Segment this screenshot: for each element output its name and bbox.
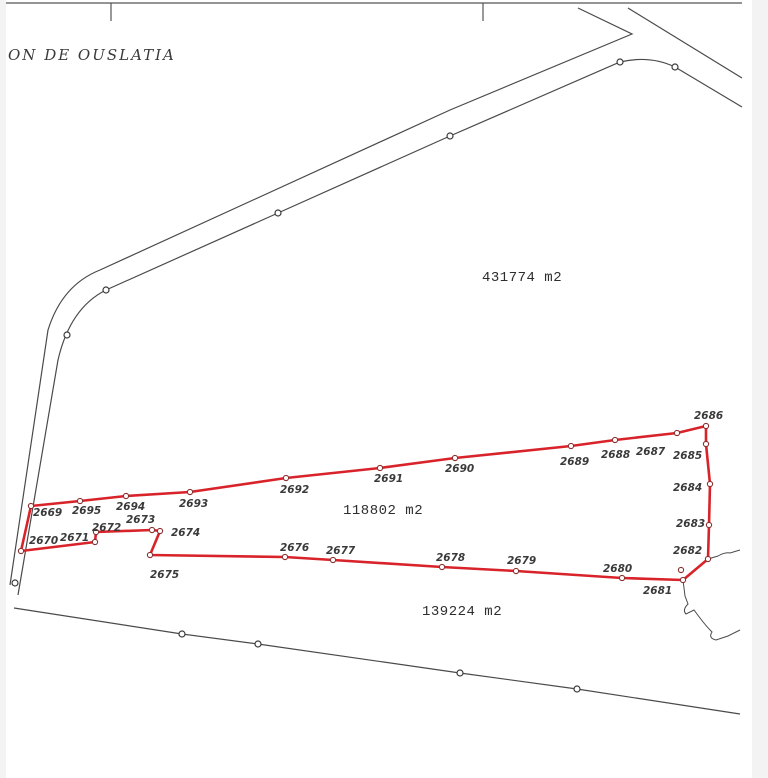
survey-marker-icon — [102, 286, 110, 294]
vertex-marker-icon — [702, 422, 710, 430]
road-markers — [11, 58, 679, 693]
vertex-marker-icon — [27, 502, 35, 510]
survey-marker-icon — [446, 132, 454, 140]
vertex-labels: 2669 2695 2694 2693 2692 2691 2690 2689 2688 2687… — [29, 410, 723, 597]
area-label-south: 139224 m2 — [422, 604, 503, 620]
stream-line — [707, 549, 741, 560]
vertex-label-2686: 2686 — [694, 410, 723, 422]
vertex-label-2690: 2690 — [445, 463, 474, 475]
vertex-marker-icon — [91, 538, 99, 546]
vertex-label-2681: 2681 — [643, 585, 672, 597]
survey-marker-icon — [274, 209, 282, 217]
vertex-label-2684: 2684 — [673, 482, 702, 494]
vertex-marker-icon — [146, 551, 154, 559]
vertex-label-2689: 2689 — [560, 456, 589, 468]
map-title: ON DE OUSLATIA — [8, 46, 176, 64]
vertex-marker-icon — [156, 527, 164, 535]
vertex-label-2685: 2685 — [673, 450, 702, 462]
vertex-label-2695: 2695 — [72, 505, 101, 517]
vertex-marker-icon — [679, 576, 687, 584]
south-boundary-line — [13, 607, 741, 715]
vertex-label-2683: 2683 — [676, 518, 705, 530]
vertex-label-2672: 2672 — [92, 522, 121, 534]
survey-marker-icon — [11, 579, 19, 587]
area-label-north: 431774 m2 — [482, 270, 563, 286]
vertex-marker-icon — [567, 442, 575, 450]
vertex-label-2693: 2693 — [179, 498, 208, 510]
scan-edge-left — [0, 0, 6, 778]
vertex-label-2669: 2669 — [33, 507, 62, 519]
vertex-label-2676: 2676 — [280, 542, 309, 554]
vertex-label-2687: 2687 — [636, 446, 666, 458]
area-label-parcel: 118802 m2 — [343, 503, 424, 519]
survey-marker-icon — [254, 640, 262, 648]
vertex-label-2675: 2675 — [150, 569, 179, 581]
scan-edge-right — [752, 0, 768, 778]
vertex-marker-icon — [705, 521, 713, 529]
vertex-marker-icon — [702, 440, 710, 448]
vertex-marker-icon — [281, 553, 289, 561]
vertex-marker-icon — [17, 547, 25, 555]
parcel-outline[interactable] — [19, 424, 712, 582]
vertex-marker-icon — [673, 429, 681, 437]
road-edge-branch — [627, 7, 743, 79]
vertex-label-2674: 2674 — [171, 527, 200, 539]
vertex-label-2692: 2692 — [280, 484, 309, 496]
parcel-vertices — [17, 422, 714, 584]
vertex-marker-icon — [186, 488, 194, 496]
road-edge-outer — [9, 7, 634, 586]
survey-marker-icon — [671, 63, 679, 71]
survey-marker-icon — [616, 58, 624, 66]
stream-lines — [682, 549, 741, 641]
vertex-marker-icon — [677, 566, 685, 574]
top-border-ticks — [110, 3, 484, 21]
vertex-label-2682: 2682 — [673, 545, 702, 557]
survey-marker-icon — [456, 669, 464, 677]
vertex-marker-icon — [706, 480, 714, 488]
vertex-marker-icon — [282, 474, 290, 482]
vertex-label-2677: 2677 — [326, 545, 356, 557]
vertex-label-2694: 2694 — [116, 501, 145, 513]
survey-marker-icon — [178, 630, 186, 638]
vertex-label-2680: 2680 — [603, 563, 632, 575]
vertex-label-2671: 2671 — [60, 532, 89, 544]
vertex-marker-icon — [611, 436, 619, 444]
survey-marker-icon — [573, 685, 581, 693]
vertex-label-2691: 2691 — [374, 473, 403, 485]
vertex-marker-icon — [512, 567, 520, 575]
vertex-label-2673: 2673 — [126, 514, 155, 526]
vertex-marker-icon — [618, 574, 626, 582]
vertex-marker-icon — [148, 526, 156, 534]
stream-line — [682, 579, 741, 641]
vertex-marker-icon — [329, 556, 337, 564]
vertex-label-2679: 2679 — [507, 555, 536, 567]
vertex-marker-icon — [76, 497, 84, 505]
vertex-marker-icon — [438, 563, 446, 571]
vertex-label-2688: 2688 — [601, 449, 630, 461]
vertex-marker-icon — [92, 528, 100, 536]
survey-marker-icon — [63, 331, 71, 339]
vertex-label-2670: 2670 — [29, 535, 58, 547]
vertex-label-2678: 2678 — [436, 552, 465, 564]
vertex-marker-icon — [451, 454, 459, 462]
vertex-marker-icon — [704, 555, 712, 563]
vertex-marker-icon — [376, 464, 384, 472]
vertex-marker-icon — [122, 492, 130, 500]
